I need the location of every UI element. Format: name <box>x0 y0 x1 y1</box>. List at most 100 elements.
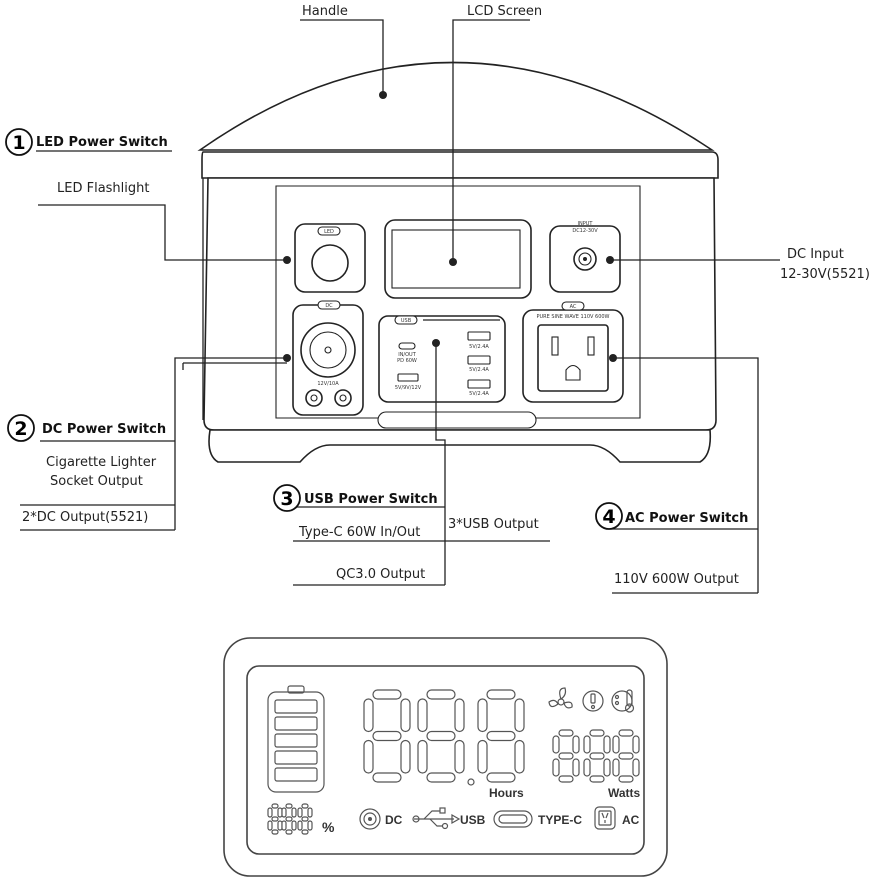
digit-segment <box>612 735 620 754</box>
digit-segment <box>291 807 297 818</box>
digit-segment <box>603 758 611 777</box>
label-typec: Type-C 60W In/Out <box>298 525 420 540</box>
ac-outlet[interactable] <box>537 324 609 392</box>
callout-lines <box>20 19 780 594</box>
hours-digit-1 <box>363 689 411 783</box>
digit-segment <box>291 820 297 831</box>
digit-segment <box>285 816 293 822</box>
usb-icon <box>412 807 461 830</box>
digit-segment <box>632 758 640 777</box>
svg-text:LED: LED <box>324 229 334 235</box>
label-dc-input-2: 12-30V(5521) <box>780 267 870 282</box>
digit-segment <box>572 735 580 754</box>
temperature-icon <box>611 689 635 713</box>
digit-segment <box>454 698 465 733</box>
label-lcd-screen: LCD Screen <box>467 4 542 19</box>
device-usb-port-3[interactable] <box>467 379 491 389</box>
digit-segment <box>426 730 456 742</box>
digit-segment <box>583 735 591 754</box>
digit-segment <box>477 739 488 774</box>
digit-segment <box>372 689 402 700</box>
label-led-power-switch: LED Power Switch <box>36 135 168 150</box>
handle <box>197 61 715 151</box>
device-lcd-screen <box>384 219 532 299</box>
digit-segment <box>486 730 516 742</box>
label-ac-output: 110V 600W Output <box>614 572 739 587</box>
device-qc-port[interactable] <box>397 373 419 382</box>
svg-text:USB: USB <box>401 318 412 324</box>
label-led-flashlight: LED Flashlight <box>57 181 149 196</box>
svg-text:12V/10A: 12V/10A <box>317 381 339 387</box>
digit-segment <box>454 739 465 774</box>
digit-segment <box>486 689 516 700</box>
dc-port-icon <box>359 808 381 830</box>
lcd-detail: % Hours Watts <box>223 637 668 877</box>
digit-segment <box>267 820 273 831</box>
digit-segment <box>552 758 560 777</box>
digit-segment <box>297 820 303 831</box>
label-usb-power-switch: USB Power Switch <box>304 492 438 507</box>
digit-segment <box>618 752 634 760</box>
svg-text:AC: AC <box>570 304 577 310</box>
digit-segment <box>514 739 525 774</box>
digit-segment <box>285 829 293 835</box>
svg-text:DC: DC <box>325 303 333 309</box>
label-usb-output: 3*USB Output <box>448 517 539 532</box>
digit-segment <box>589 729 605 737</box>
lcd-ac-label: AC <box>622 813 640 827</box>
label-dc-power-switch: DC Power Switch <box>42 422 166 437</box>
label-handle: Handle <box>302 4 348 19</box>
digit-segment <box>307 807 313 818</box>
label-dc-output: 2*DC Output(5521) <box>22 510 148 525</box>
digit-segment <box>618 729 634 737</box>
digit-segment <box>363 698 374 733</box>
digit-segment <box>363 739 374 774</box>
hours-digit-2 <box>417 689 465 783</box>
digit-segment <box>558 752 574 760</box>
hours-digits <box>363 689 525 783</box>
svg-text:IN/OUT: IN/OUT <box>398 352 416 358</box>
digit-segment <box>281 820 287 831</box>
digit-segment <box>426 689 456 700</box>
number-badge-1: 1 <box>12 132 25 154</box>
number-badge-3: 3 <box>280 488 293 510</box>
ac-outlet-icon <box>594 806 616 830</box>
percent-digit-3 <box>297 803 313 835</box>
svg-text:PD 60W: PD 60W <box>397 358 417 364</box>
digit-segment <box>552 735 560 754</box>
digit-segment <box>372 730 402 742</box>
digit-segment <box>514 698 525 733</box>
lcd-usb-label: USB <box>460 813 486 827</box>
digit-segment <box>572 758 580 777</box>
typec-port-icon <box>493 810 533 828</box>
device-usb-port-1[interactable] <box>467 331 491 341</box>
digit-segment <box>558 775 574 783</box>
device-typec-port[interactable] <box>398 342 416 350</box>
digit-segment <box>400 739 411 774</box>
label-qc3: QC3.0 Output <box>336 567 425 582</box>
percent-digit-2 <box>281 803 297 835</box>
watts-label: Watts <box>608 786 641 800</box>
watts-digit-3 <box>612 729 640 783</box>
number-badge-4: 4 <box>602 506 615 528</box>
digit-segment <box>372 772 402 783</box>
digit-segment <box>486 772 516 783</box>
ac-panel: AC PURE SINE WAVE 110V 600W <box>522 301 624 403</box>
svg-text:INPUT: INPUT <box>578 221 594 227</box>
digit-segment <box>297 807 303 818</box>
digit-segment <box>558 729 574 737</box>
digit-segment <box>301 803 309 809</box>
callout-labels: Handle LCD Screen 1 LED Power Switch LED… <box>5 4 870 587</box>
digit-segment <box>583 758 591 777</box>
percent-digit-1 <box>267 803 283 835</box>
device-usb-port-2[interactable] <box>467 355 491 365</box>
dc-input-panel: INPUT DC12-30V <box>549 221 621 293</box>
digit-segment <box>612 758 620 777</box>
digit-segment <box>618 775 634 783</box>
led-button[interactable] <box>311 244 349 282</box>
digit-segment <box>267 807 273 818</box>
watts-digit-1 <box>552 729 580 783</box>
svg-text:DC12-30V: DC12-30V <box>572 228 598 234</box>
label-ac-power-switch: AC Power Switch <box>625 511 748 526</box>
